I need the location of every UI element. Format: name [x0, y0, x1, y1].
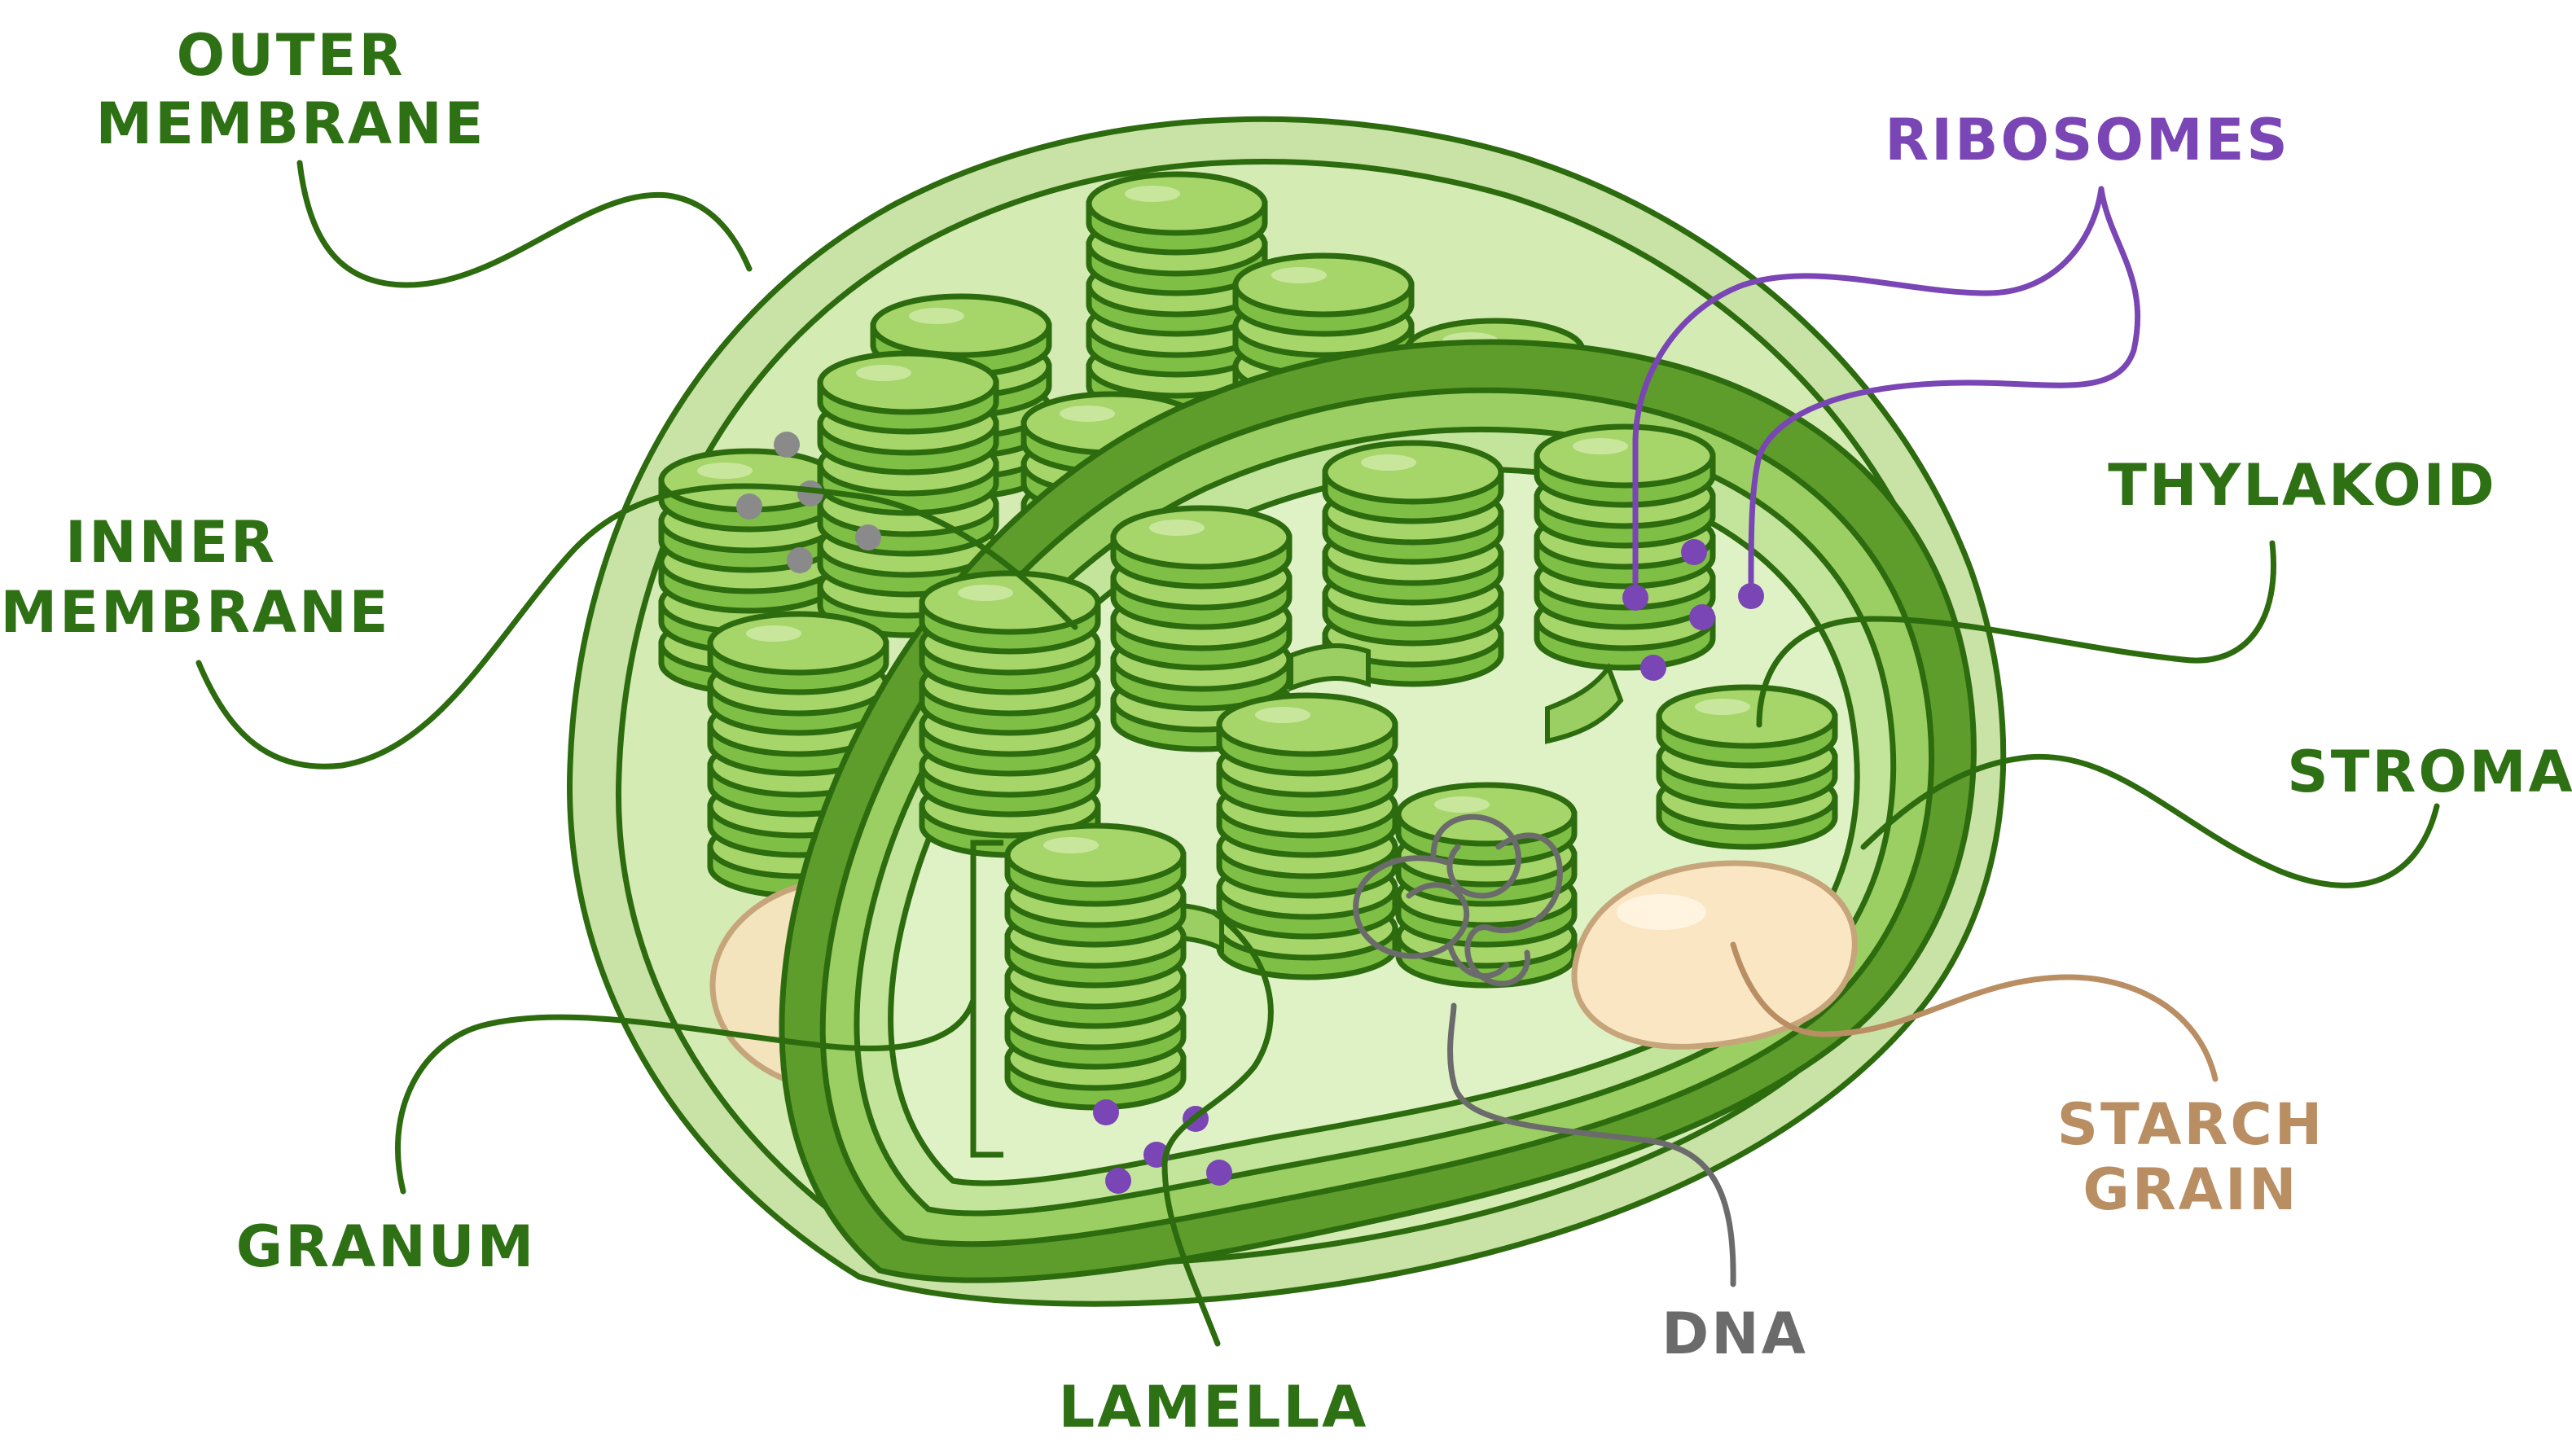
ribosome: [1093, 1099, 1119, 1125]
label-outer-membrane-line2: MEMBRANE: [96, 90, 486, 157]
label-ribosomes: RIBOSOMES: [1885, 107, 2290, 173]
label-stroma: STROMA: [2287, 739, 2572, 805]
label-lamella: LAMELLA: [1059, 1374, 1369, 1441]
ribosome: [1681, 539, 1707, 565]
ribosome: [1640, 655, 1666, 681]
leader-lines: [195, 160, 2440, 1347]
label-thylakoid: THYLAKOID: [2108, 452, 2497, 519]
ribosome: [1689, 604, 1715, 630]
ribosome: [1206, 1160, 1232, 1186]
label-outer-membrane-line1: OUTER: [177, 22, 406, 89]
ribosome: [1738, 583, 1764, 609]
label-dna: DNA: [1661, 1300, 1808, 1367]
dna-strand: [1353, 814, 1563, 987]
label-starch-line2: GRAIN: [2083, 1156, 2298, 1223]
ribosome: [1105, 1168, 1131, 1194]
label-inner-membrane-line1: INNER: [65, 509, 277, 576]
ribosome: [1622, 585, 1648, 611]
label-inner-membrane-line2: MEMBRANE: [1, 579, 391, 646]
granum-front: [1007, 826, 1183, 1107]
label-granum: GRANUM: [236, 1213, 537, 1280]
label-starch-line1: STARCH: [2057, 1091, 2325, 1158]
